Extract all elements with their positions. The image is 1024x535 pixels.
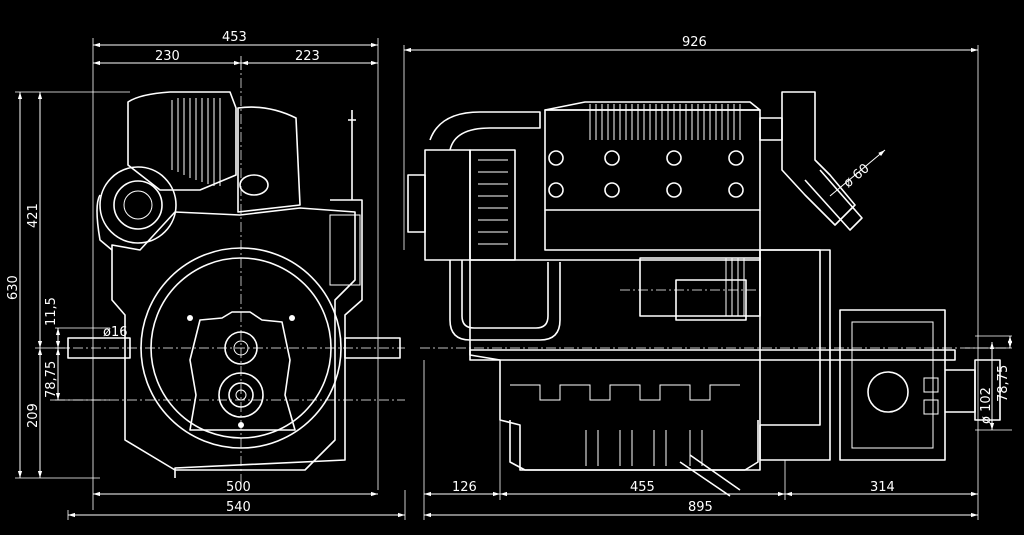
front-valve-cover — [127, 91, 301, 213]
front-dipstick — [348, 110, 356, 200]
dim-label-126: 126 — [452, 480, 477, 495]
dim-label-diameter-60: ø 60 — [841, 161, 873, 191]
side-dimensions: 926 ø 60 78,75 ø 102 126 455 314 895 — [403, 35, 1013, 520]
side-mounting-foot — [469, 349, 956, 361]
side-exhaust-elbow — [759, 91, 863, 231]
front-flywheel-housing — [140, 247, 342, 449]
dim-label-455: 455 — [630, 480, 655, 495]
side-block-ribs — [510, 384, 740, 401]
side-drain-hose — [679, 454, 741, 497]
front-right-bracket — [329, 214, 361, 286]
front-dimensions: 453 230 223 630 421 11,5 ø16 78,75 209 5… — [6, 30, 406, 520]
side-view — [407, 91, 1010, 497]
side-oil-pan — [509, 420, 759, 471]
dim-label-453: 453 — [222, 30, 247, 45]
dim-label-diameter-16: ø16 — [103, 325, 128, 340]
dim-label-230: 230 — [155, 49, 180, 64]
front-alternator — [96, 166, 177, 251]
dim-label-78-75-side: 78,75 — [996, 365, 1011, 402]
dim-label-223: 223 — [295, 49, 320, 64]
dim-label-11-5: 11,5 — [44, 297, 59, 326]
front-right-foot — [344, 337, 401, 359]
front-side-pipe — [174, 199, 363, 478]
dim-label-926: 926 — [682, 35, 707, 50]
dim-label-540: 540 — [226, 500, 251, 515]
dim-label-314: 314 — [870, 480, 895, 495]
front-engine-block — [111, 207, 356, 471]
dim-label-78-75-front: 78,75 — [44, 361, 59, 398]
front-view — [55, 60, 405, 485]
side-starter-motor — [639, 257, 761, 321]
side-flywheel-housing — [759, 249, 831, 461]
dim-label-500: 500 — [226, 480, 251, 495]
dim-label-895: 895 — [688, 500, 713, 515]
side-front-pulley — [407, 111, 541, 261]
dim-label-421: 421 — [26, 203, 41, 228]
side-coolant-pipe — [449, 260, 561, 341]
side-gearbox — [839, 309, 1001, 461]
dim-label-630: 630 — [6, 275, 21, 300]
dim-line-diameter-60 — [829, 149, 886, 197]
dim-label-209: 209 — [26, 403, 41, 428]
side-cylinder-head — [544, 101, 761, 251]
dim-label-diameter-102: ø 102 — [979, 387, 994, 424]
front-left-foot — [67, 337, 131, 359]
